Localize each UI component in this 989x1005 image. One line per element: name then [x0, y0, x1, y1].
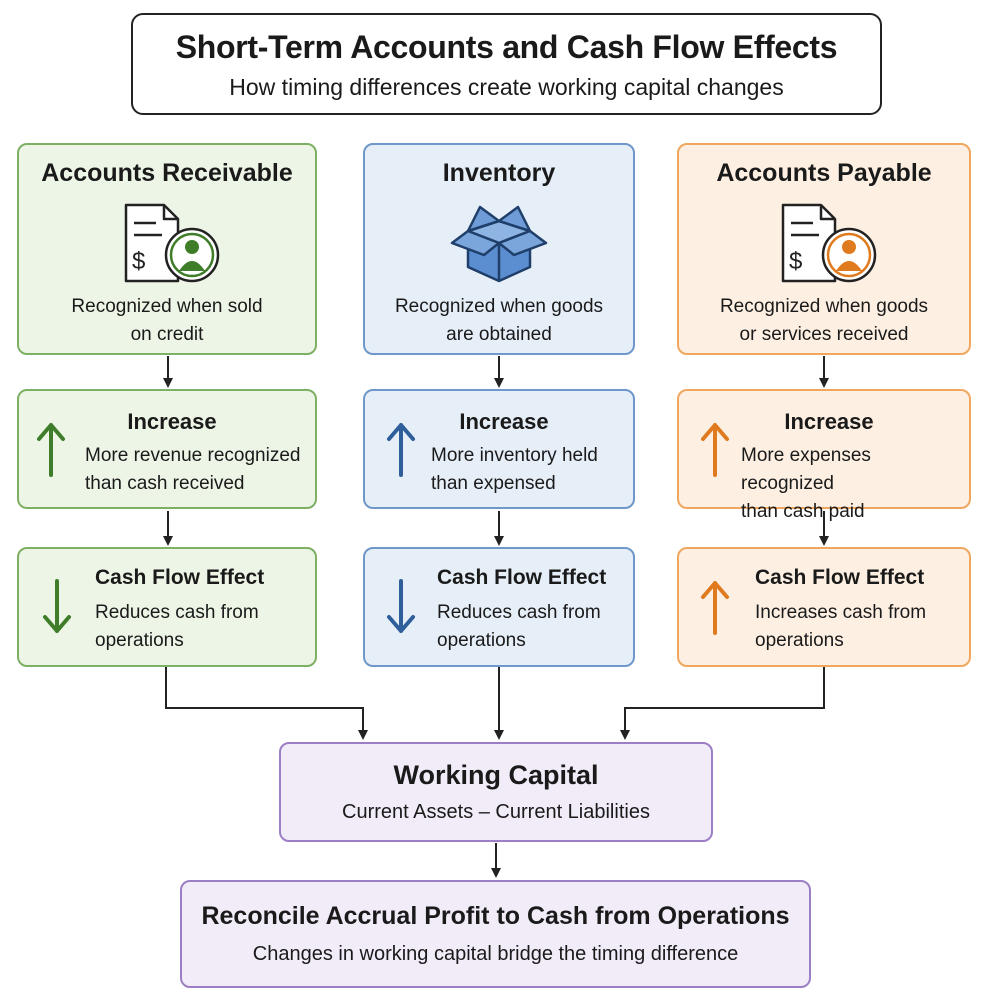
arrow-up-icon — [37, 423, 65, 477]
inventory-title: Inventory — [442, 159, 556, 187]
arrow-up-icon — [387, 423, 415, 477]
page-subtitle: How timing differences create working ca… — [229, 74, 784, 100]
ar-cash-flow-title: Cash Flow Effect — [95, 566, 265, 589]
working-capital-title: Working Capital — [393, 760, 599, 790]
ar-cash-flow-description: Reduces cash from operations — [95, 602, 259, 651]
ap-increase-description: More expenses recognized than cash paid — [741, 445, 871, 522]
inventory-increase-description: More inventory held than expensed — [431, 445, 598, 494]
arrow-down-icon — [43, 579, 71, 633]
invoice-vendor-icon: $ — [781, 203, 877, 283]
svg-text:$: $ — [789, 248, 802, 275]
ar-increase-box: Increase More revenue recognized than ca… — [17, 389, 317, 509]
inventory-description: Recognized when goods are obtained — [394, 296, 604, 345]
arrow-ap-to-working-capital — [620, 666, 825, 740]
accounts-receivable-card: Accounts Receivable $ Recognized when so… — [17, 143, 317, 355]
inventory-increase-title: Increase — [459, 409, 549, 434]
ap-cash-flow-description: Increases cash from operations — [755, 602, 927, 651]
reconcile-subtitle: Changes in working capital bridge the ti… — [252, 943, 739, 965]
accounts-payable-card: Accounts Payable $ Recognized when goods… — [677, 143, 971, 355]
arrow-ar-to-working-capital — [165, 666, 368, 740]
arrow-up-icon — [701, 423, 729, 477]
inventory-cash-flow-box: Cash Flow Effect Reduces cash from opera… — [363, 547, 635, 667]
reconcile-title: Reconcile Accrual Profit to Cash from Op… — [201, 902, 790, 930]
working-capital-box: Working Capital Current Assets – Current… — [279, 742, 713, 842]
arrow-up-icon — [701, 581, 729, 635]
ar-increase-description: More revenue recognized than cash receiv… — [85, 445, 301, 494]
accounts-receivable-description: Recognized when sold on credit — [71, 296, 263, 345]
ap-increase-title: Increase — [784, 409, 874, 434]
ap-cash-flow-title: Cash Flow Effect — [755, 566, 925, 589]
title-box: Short-Term Accounts and Cash Flow Effect… — [131, 13, 882, 115]
ap-increase-box: Increase More expenses recognized than c… — [677, 389, 971, 522]
invoice-customer-icon: $ — [124, 203, 220, 283]
ar-cash-flow-box: Cash Flow Effect Reduces cash from opera… — [17, 547, 317, 667]
accounts-payable-description: Recognized when goods or services receiv… — [719, 296, 929, 345]
ar-increase-title: Increase — [127, 409, 217, 434]
page-title: Short-Term Accounts and Cash Flow Effect… — [175, 29, 838, 65]
inventory-increase-box: Increase More inventory held than expens… — [363, 389, 635, 509]
ap-cash-flow-box: Cash Flow Effect Increases cash from ope… — [677, 547, 971, 667]
inventory-cash-flow-description: Reduces cash from operations — [437, 602, 601, 651]
reconcile-box: Reconcile Accrual Profit to Cash from Op… — [180, 880, 811, 988]
svg-text:$: $ — [132, 248, 145, 275]
inventory-cash-flow-title: Cash Flow Effect — [437, 566, 607, 589]
accounts-receivable-title: Accounts Receivable — [41, 159, 293, 187]
working-capital-formula: Current Assets – Current Liabilities — [342, 801, 650, 823]
arrow-down-icon — [387, 579, 415, 633]
box-icon — [450, 205, 548, 283]
inventory-card: Inventory Recognized when goods are obta… — [363, 143, 635, 355]
accounts-payable-title: Accounts Payable — [716, 159, 932, 187]
